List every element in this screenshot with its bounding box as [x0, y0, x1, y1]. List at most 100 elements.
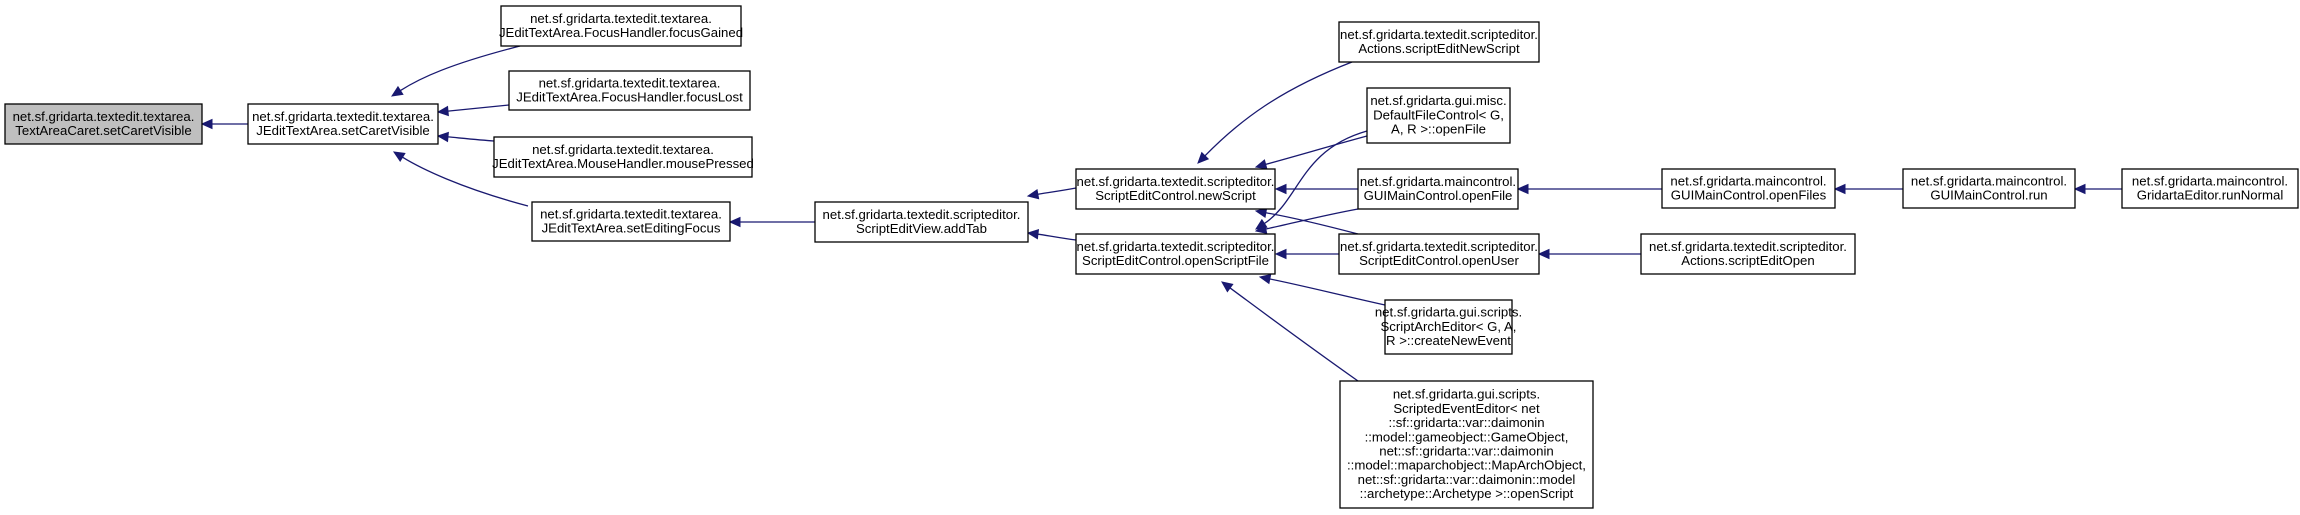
arrowhead-icon: [1516, 183, 1529, 195]
graph-node-n14[interactable]: net.sf.gridarta.gui.scripts.ScriptedEven…: [1339, 380, 1594, 509]
edge-line: [1265, 208, 1359, 230]
edge-n11-to-n7: [1274, 183, 1359, 195]
arrowhead-icon: [392, 151, 406, 162]
nodes-layer: net.sf.gridarta.textedit.textarea.TextAr…: [4, 5, 2299, 509]
edge-line: [1265, 135, 1368, 165]
node-label-line: ScriptEditControl.openUser: [1359, 253, 1519, 268]
node-label-line: GridartaEditor.runNormal: [2137, 188, 2284, 203]
edge-n5-to-n1: [392, 151, 529, 207]
node-label-line: net.sf.gridarta.textedit.textarea.: [540, 206, 722, 221]
graph-node-n11[interactable]: net.sf.gridarta.maincontrol.GUIMainContr…: [1357, 168, 1519, 210]
node-box: [500, 5, 742, 47]
node-box: [4, 103, 203, 145]
graph-node-n0[interactable]: net.sf.gridarta.textedit.textarea.TextAr…: [4, 103, 203, 145]
node-label-line: net.sf.gridarta.textedit.scripteditor.: [1077, 174, 1275, 189]
graph-node-n1[interactable]: net.sf.gridarta.textedit.textarea.JEditT…: [247, 103, 439, 145]
node-box: [814, 201, 1029, 243]
node-label-line: Actions.scriptEditNewScript: [1358, 41, 1520, 56]
node-box: [493, 136, 753, 178]
node-label-line: net.sf.gridarta.textedit.scripteditor.: [1077, 239, 1275, 254]
graph-node-n18[interactable]: net.sf.gridarta.maincontrol.GridartaEdit…: [2121, 168, 2299, 209]
graph-node-n9[interactable]: net.sf.gridarta.textedit.scripteditor.Ac…: [1338, 21, 1540, 63]
node-box: [1338, 21, 1540, 63]
node-label-line: JEditTextArea.setCaretVisible: [256, 123, 429, 138]
arrowhead-icon: [1197, 151, 1210, 164]
arrowhead-icon: [1537, 248, 1550, 260]
edge-n16-to-n12: [1537, 248, 1641, 260]
node-label-line: JEditTextArea.FocusHandler.focusLost: [516, 90, 743, 105]
node-label-line: net.sf.gridarta.textedit.scripteditor.: [1649, 239, 1847, 254]
edge-line: [1263, 130, 1368, 225]
node-label-line: ::model::maparchobject::MapArchObject,: [1347, 458, 1586, 473]
node-label-line: ScriptedEventEditor< net: [1393, 401, 1540, 416]
edge-n7-to-n6: [1026, 187, 1077, 200]
graph-node-n8[interactable]: net.sf.gridarta.textedit.scripteditor.Sc…: [1075, 233, 1276, 275]
arrowhead-icon: [200, 118, 213, 130]
node-box: [1075, 168, 1276, 210]
graph-node-n10[interactable]: net.sf.gridarta.gui.misc.DefaultFileCont…: [1366, 87, 1511, 144]
arrowhead-icon: [728, 216, 741, 228]
graph-node-n15[interactable]: net.sf.gridarta.maincontrol.GUIMainContr…: [1661, 168, 1836, 209]
node-label-line: net::sf::gridarta::var::daimonin: [1379, 444, 1553, 459]
node-box: [247, 103, 439, 145]
node-label-line: ScriptEditControl.openScriptFile: [1082, 253, 1269, 268]
node-label-line: net.sf.gridarta.textedit.scripteditor.: [1340, 27, 1538, 42]
graph-node-n4[interactable]: net.sf.gridarta.textedit.textarea.JEditT…: [492, 136, 754, 178]
node-label-line: JEditTextArea.MouseHandler.mousePressed: [492, 156, 754, 171]
node-label-line: GUIMainControl.run: [1930, 188, 2047, 203]
arrowhead-icon: [436, 131, 449, 143]
graph-node-n7[interactable]: net.sf.gridarta.textedit.scripteditor.Sc…: [1075, 168, 1276, 210]
node-box: [1075, 233, 1276, 275]
node-label-line: JEditTextArea.FocusHandler.focusGained: [499, 25, 743, 40]
arrowhead-icon: [436, 105, 449, 117]
node-label-line: net.sf.gridarta.textedit.textarea.: [539, 75, 721, 90]
edge-line: [1229, 287, 1359, 382]
arrowhead-icon: [1026, 188, 1040, 200]
graph-node-n3[interactable]: net.sf.gridarta.textedit.textarea.JEditT…: [508, 70, 751, 111]
edge-n6-to-n5: [728, 216, 815, 228]
graph-node-n17[interactable]: net.sf.gridarta.maincontrol.GUIMainContr…: [1902, 168, 2076, 209]
node-label-line: ScriptArchEditor< G, A,: [1381, 319, 1517, 334]
node-label-line: net.sf.gridarta.textedit.scripteditor.: [1340, 239, 1538, 254]
arrowhead-icon: [1274, 183, 1287, 195]
edge-n15-to-n11: [1516, 183, 1663, 195]
node-label-line: ::model::gameobject::GameObject,: [1365, 429, 1569, 444]
edge-n12-to-n8: [1274, 248, 1339, 260]
graph-node-n12[interactable]: net.sf.gridarta.textedit.scripteditor.Sc…: [1338, 233, 1540, 275]
node-box: [1338, 233, 1540, 275]
edge-n8-to-n6: [1026, 228, 1077, 241]
edge-line: [447, 136, 495, 142]
node-label-line: GUIMainControl.openFiles: [1671, 188, 1827, 203]
arrowhead-icon: [1274, 248, 1287, 260]
node-label-line: net.sf.gridarta.maincontrol.: [2132, 173, 2288, 188]
edge-line: [400, 45, 521, 92]
node-box: [1339, 380, 1594, 509]
edge-line: [447, 104, 510, 112]
edge-n18-to-n17: [2073, 183, 2123, 195]
node-label-line: R >::createNewEvent: [1386, 333, 1511, 348]
graph-node-n6[interactable]: net.sf.gridarta.textedit.scripteditor.Sc…: [814, 201, 1029, 243]
graph-node-n2[interactable]: net.sf.gridarta.textedit.textarea.JEditT…: [499, 5, 743, 47]
edge-n3-to-n1: [436, 104, 510, 117]
node-label-line: A, R >::openFile: [1391, 122, 1486, 137]
graph-node-n5[interactable]: net.sf.gridarta.textedit.textarea.JEditT…: [531, 201, 731, 242]
graph-node-n16[interactable]: net.sf.gridarta.textedit.scripteditor.Ac…: [1640, 233, 1856, 275]
arrowhead-icon: [1258, 273, 1272, 285]
edge-n2-to-n1: [390, 45, 521, 97]
edge-line: [1037, 187, 1077, 195]
edge-n12-to-n7: [1254, 207, 1359, 235]
arrowhead-icon: [1254, 223, 1268, 235]
node-label-line: ScriptEditView.addTab: [856, 221, 987, 236]
node-label-line: net.sf.gridarta.textedit.textarea.: [252, 109, 434, 124]
node-label-line: net.sf.gridarta.textedit.textarea.: [532, 142, 714, 157]
edge-line: [1204, 61, 1353, 157]
graph-node-n13[interactable]: net.sf.gridarta.gui.scripts.ScriptArchEd…: [1375, 299, 1522, 355]
node-label-line: Actions.scriptEditOpen: [1681, 253, 1814, 268]
edge-n4-to-n1: [436, 131, 495, 143]
edge-n9-to-n7: [1197, 61, 1353, 164]
arrowhead-icon: [1026, 228, 1040, 240]
edge-n13-to-n8: [1258, 273, 1386, 306]
arrowhead-icon: [1221, 281, 1234, 293]
node-box: [1384, 299, 1513, 355]
edge-line: [402, 156, 529, 207]
